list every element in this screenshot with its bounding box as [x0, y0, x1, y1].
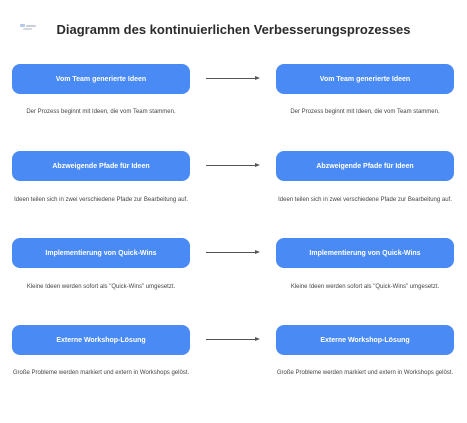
idea-box-right-4: Externe Workshop-Lösung: [276, 325, 454, 355]
desc-left-4: Große Probleme werden markiert und exter…: [12, 370, 190, 376]
desc-left-3: Kleine Ideen werden sofort als "Quick-Wi…: [26, 284, 176, 290]
desc-right-2: Ideen teilen sich in zwei verschiedene P…: [278, 197, 452, 203]
desc-right-4: Große Probleme werden markiert und exter…: [276, 370, 454, 376]
idea-box-right-3: Implementierung von Quick-Wins: [276, 238, 454, 268]
arrow-right-icon: [206, 163, 260, 169]
desc-left-2: Ideen teilen sich in zwei verschiedene P…: [14, 197, 188, 203]
desc-left-1: Der Prozess beginnt mit Ideen, die vom T…: [26, 109, 176, 115]
arrow-right-icon: [206, 337, 260, 343]
idea-box-right-2: Abzweigende Pfade für Ideen: [276, 151, 454, 181]
logo-icon: [20, 24, 36, 30]
arrow-right-icon: [206, 76, 260, 82]
desc-right-3: Kleine Ideen werden sofort als "Quick-Wi…: [290, 284, 440, 290]
idea-box-left-4: Externe Workshop-Lösung: [12, 325, 190, 355]
diagram-title: Diagramm des kontinuierlichen Verbesseru…: [56, 22, 411, 37]
idea-box-left-2: Abzweigende Pfade für Ideen: [12, 151, 190, 181]
desc-right-1: Der Prozess beginnt mit Ideen, die vom T…: [290, 109, 440, 115]
idea-box-right-1: Vom Team generierte Ideen: [276, 64, 454, 94]
arrow-right-icon: [206, 250, 260, 256]
idea-box-left-1: Vom Team generierte Ideen: [12, 64, 190, 94]
idea-box-left-3: Implementierung von Quick-Wins: [12, 238, 190, 268]
